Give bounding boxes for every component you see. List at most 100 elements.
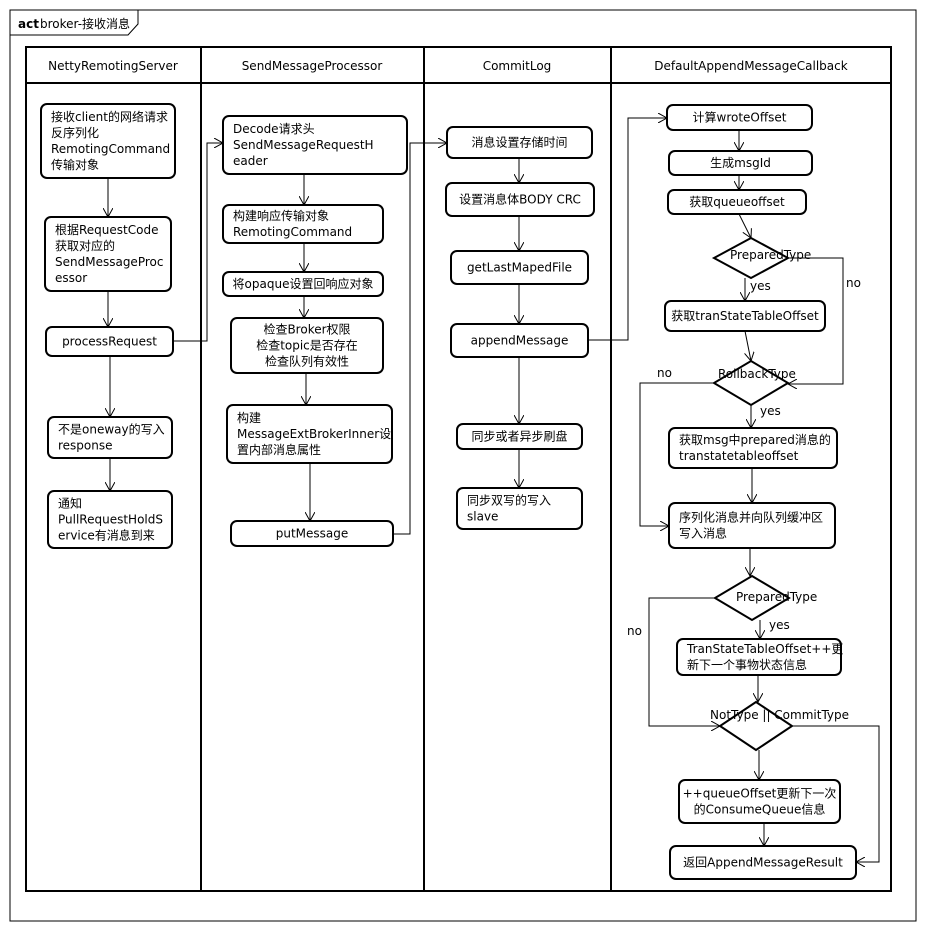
action-box xyxy=(44,216,172,292)
action-box xyxy=(666,104,813,131)
action-text: TranStateTableOffset++更 xyxy=(686,642,843,656)
action-text: ervice有消息到来 xyxy=(58,528,155,543)
guard-label-g3-no: no xyxy=(627,624,642,638)
action-box xyxy=(226,404,393,464)
decision-diamond xyxy=(712,359,790,407)
action-text: 序列化消息并向队列缓冲区 xyxy=(679,510,823,525)
decision-label: PreparedType xyxy=(736,590,817,604)
action-node-s2: 构建响应传输对象 RemotingCommand xyxy=(222,204,384,244)
flow-edge-5 xyxy=(173,143,223,342)
action-node-c1: 消息设置存储时间 xyxy=(446,126,593,159)
action-text: 设置消息体BODY CRC xyxy=(459,192,581,207)
decision-g4: NotType || CommitType xyxy=(710,700,849,752)
action-text: 传输对象 xyxy=(51,157,99,172)
action-box xyxy=(45,326,174,357)
action-text: 消息设置存储时间 xyxy=(471,135,567,150)
action-box xyxy=(47,416,173,459)
action-text: 计算wroteOffset xyxy=(693,110,787,125)
action-node-s6: putMessage xyxy=(230,520,394,547)
action-node-d2: 生成msgId xyxy=(668,150,813,176)
guard-label-g2-no: no xyxy=(657,366,672,380)
action-box xyxy=(668,427,838,469)
decision-label: RollbackType xyxy=(718,367,796,381)
edges xyxy=(108,118,880,862)
action-text: 同步双写的写入 xyxy=(467,493,551,508)
action-text: 的ConsumeQueue信息 xyxy=(694,802,826,817)
action-text: 构建 xyxy=(237,410,261,425)
action-text: 反序列化 xyxy=(51,125,99,140)
action-box xyxy=(450,250,589,285)
lane-title-netty: NettyRemotingServer xyxy=(48,59,178,73)
flow-edge-32 xyxy=(792,725,880,862)
frame-act-label: act xyxy=(18,17,39,31)
action-text: PullRequestHoldS xyxy=(58,513,163,527)
lane-title-smp: SendMessageProcessor xyxy=(242,59,383,73)
decision-g3: PreparedType xyxy=(713,574,817,622)
action-node-c3: getLastMapedFile xyxy=(450,250,589,285)
action-text: 构建响应传输对象 xyxy=(233,208,329,223)
action-text: 根据RequestCode xyxy=(55,223,158,237)
action-box xyxy=(668,150,813,176)
action-node-s3: 将opaque设置回响应对象 xyxy=(222,271,384,297)
action-box xyxy=(230,520,394,547)
action-text: 将opaque设置回响应对象 xyxy=(233,276,374,291)
decision-label: PreparedType xyxy=(730,248,811,262)
action-box xyxy=(40,103,176,179)
action-box xyxy=(222,115,408,175)
action-box xyxy=(456,487,583,530)
action-text: 写入消息 xyxy=(679,526,727,541)
action-node-d4: 获取tranStateTableOffset xyxy=(664,300,826,332)
action-text: putMessage xyxy=(276,527,349,541)
action-text: 获取对应的 xyxy=(55,238,115,253)
action-text: 检查队列有效性 xyxy=(265,354,349,369)
decision-diamond xyxy=(711,236,791,280)
action-text: 获取queueoffset xyxy=(689,195,785,209)
action-text: RemotingCommand xyxy=(51,142,170,156)
action-text: getLastMapedFile xyxy=(467,261,572,275)
decision-g1: PreparedType xyxy=(711,236,811,280)
action-box xyxy=(664,300,826,332)
decision-label: NotType || CommitType xyxy=(710,708,849,722)
action-box xyxy=(446,126,593,159)
action-node-d9: 返回AppendMessageResult xyxy=(669,845,857,880)
action-text: ++queueOffset更新下一次 xyxy=(683,786,837,801)
action-box xyxy=(667,189,807,215)
action-node-c2: 设置消息体BODY CRC xyxy=(445,182,595,217)
action-box xyxy=(222,271,384,297)
action-box xyxy=(668,502,836,549)
frame-title: broker-接收消息 xyxy=(40,16,130,31)
action-node-d3: 获取queueoffset xyxy=(667,189,807,215)
action-text: 检查topic是否存在 xyxy=(256,338,358,353)
action-text: 置内部消息属性 xyxy=(237,442,321,457)
action-text: appendMessage xyxy=(471,334,569,348)
flow-edge-20 xyxy=(738,213,751,238)
action-text: Decode请求头 xyxy=(233,122,315,136)
action-node-c5: 同步或者异步刷盘 xyxy=(456,423,583,450)
decision-diamond xyxy=(713,574,791,622)
action-box xyxy=(456,423,583,450)
flow-edge-29 xyxy=(648,597,720,726)
action-node-c4: appendMessage xyxy=(450,323,589,358)
guard-label-g1-no: no xyxy=(846,276,861,290)
action-box xyxy=(678,779,841,824)
action-text: SendMessageRequestH xyxy=(233,138,374,152)
lane-title-callback: DefaultAppendMessageCallback xyxy=(654,59,847,73)
action-text: transtatetableoffset xyxy=(679,449,799,463)
action-text: 生成msgId xyxy=(710,156,771,170)
frame-tab xyxy=(9,9,139,36)
flow-edge-11 xyxy=(393,143,447,535)
action-text: RemotingCommand xyxy=(233,225,352,239)
action-text: 获取tranStateTableOffset xyxy=(671,309,819,323)
action-box xyxy=(445,182,595,217)
action-text: slave xyxy=(467,510,498,524)
guard-label-g1-yes: yes xyxy=(750,279,771,293)
